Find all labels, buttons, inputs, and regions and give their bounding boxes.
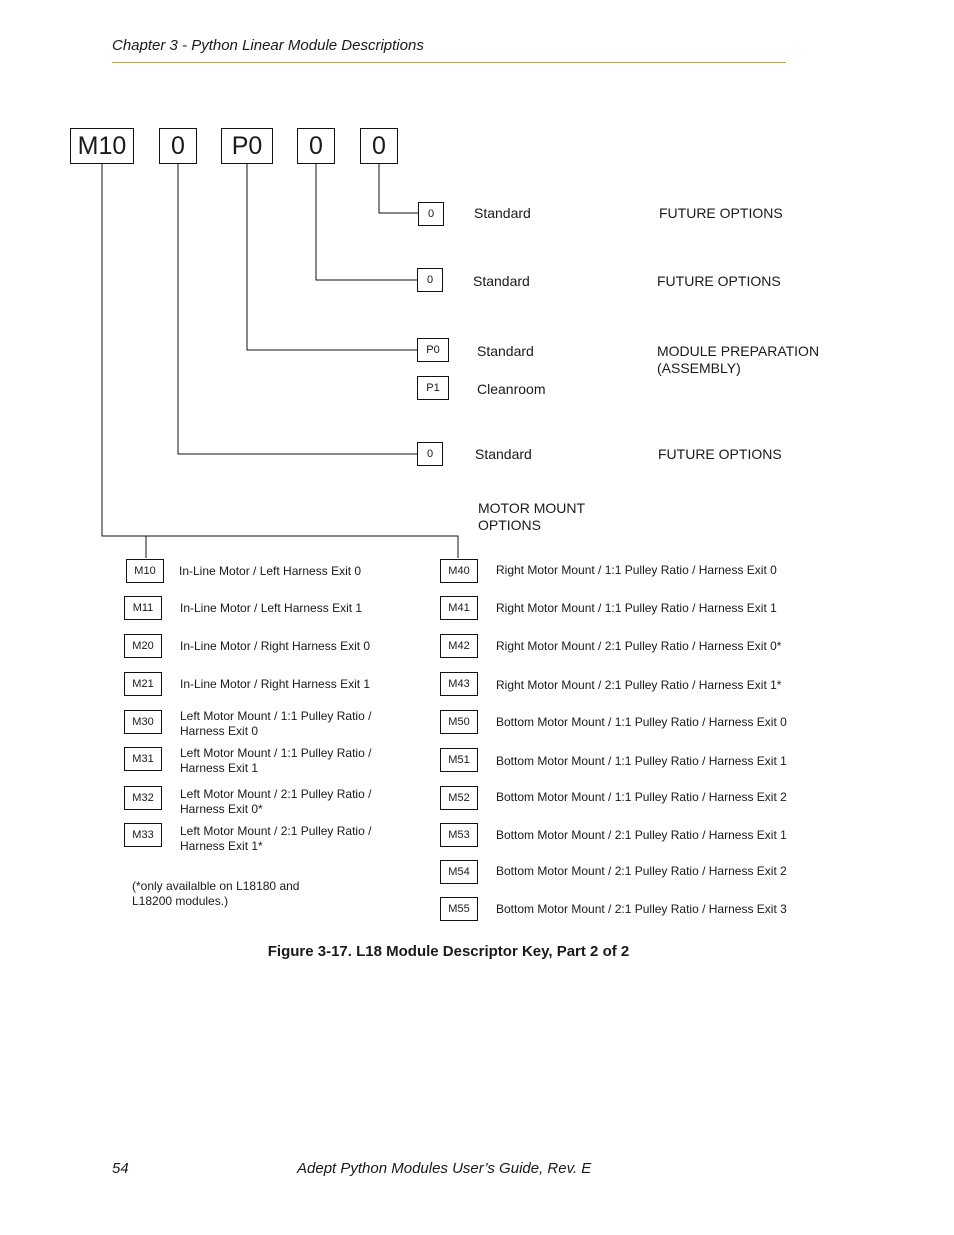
motor-code-box: M10 [126,559,164,583]
motor-option-label: Harness Exit 0* [180,802,263,816]
motor-code-box: M55 [440,897,478,921]
option-label: Cleanroom [477,381,546,397]
motor-option-label: Left Motor Mount / 1:1 Pulley Ratio / [180,746,372,760]
motor-code-box: M53 [440,823,478,847]
motor-footnote: (*only availalble on L18180 and [132,879,300,893]
motor-code-box: M21 [124,672,162,696]
motor-option-label: In-Line Motor / Right Harness Exit 1 [180,677,371,691]
connector-motor [101,164,459,558]
option-label: Standard [474,205,531,221]
page-number: 54 [112,1160,129,1177]
option-category: MODULE PREPARATION [657,343,820,359]
motor-code-box: M30 [124,710,162,734]
motor-code-box: M50 [440,710,478,734]
motor-option-label: Harness Exit 1 [180,761,259,775]
code-box-motor: M10 [70,128,134,164]
motor-option-label: Bottom Motor Mount / 1:1 Pulley Ratio / … [496,754,787,768]
motor-mount-title: MOTOR MOUNT [478,500,586,516]
motor-option-label: Bottom Motor Mount / 2:1 Pulley Ratio / … [496,902,787,916]
motor-code-box: M31 [124,747,162,771]
motor-mount-title: OPTIONS [478,517,542,533]
motor-code-box: M40 [440,559,478,583]
motor-option-label: Right Motor Mount / 1:1 Pulley Ratio / H… [496,563,777,577]
motor-option-label: Right Motor Mount / 2:1 Pulley Ratio / H… [496,678,782,692]
motor-code-box: M42 [440,634,478,658]
motor-option-label: Right Motor Mount / 1:1 Pulley Ratio / H… [496,601,777,615]
option-code-box: P0 [417,338,449,362]
motor-option-label: Bottom Motor Mount / 1:1 Pulley Ratio / … [496,790,787,804]
motor-code-box: M20 [124,634,162,658]
motor-option-label: In-Line Motor / Left Harness Exit 1 [180,601,363,615]
motor-option-label: In-Line Motor / Left Harness Exit 0 [179,564,362,578]
option-category: FUTURE OPTIONS [659,205,783,221]
motor-option-label: Left Motor Mount / 1:1 Pulley Ratio / [180,709,372,723]
motor-option-label: Harness Exit 0 [180,724,259,738]
motor-code-box: M51 [440,748,478,772]
option-category: FUTURE OPTIONS [658,446,782,462]
connector-prep [246,164,417,351]
code-box-digit5: 0 [360,128,398,164]
option-code-box: P1 [417,376,449,400]
option-label: Standard [477,343,534,359]
option-code-box: 0 [418,202,444,226]
motor-code-box: M11 [124,596,162,620]
option-label: Standard [475,446,532,462]
motor-option-label: Bottom Motor Mount / 2:1 Pulley Ratio / … [496,864,787,878]
code-box-digit2: 0 [159,128,197,164]
connector-digit2 [177,164,417,455]
motor-option-label: Left Motor Mount / 2:1 Pulley Ratio / [180,824,372,838]
chapter-header: Chapter 3 - Python Linear Module Descrip… [112,37,424,54]
option-code-box: 0 [417,442,443,466]
motor-code-box: M33 [124,823,162,847]
motor-option-label: Right Motor Mount / 2:1 Pulley Ratio / H… [496,639,782,653]
motor-footnote: L18200 modules.) [132,894,229,908]
option-label: Standard [473,273,530,289]
motor-option-label: Bottom Motor Mount / 1:1 Pulley Ratio / … [496,715,787,729]
motor-code-box: M43 [440,672,478,696]
code-box-prep: P0 [221,128,273,164]
option-category: FUTURE OPTIONS [657,273,781,289]
motor-option-label: Left Motor Mount / 2:1 Pulley Ratio / [180,787,372,801]
motor-option-label: Harness Exit 1* [180,839,263,853]
header-rule [112,62,786,63]
motor-option-label: In-Line Motor / Right Harness Exit 0 [180,639,371,653]
figure-caption: Figure 3-17. L18 Module Descriptor Key, … [267,943,630,960]
code-box-digit4: 0 [297,128,335,164]
motor-code-box: M54 [440,860,478,884]
connector-digit4 [315,164,417,281]
option-category: (ASSEMBLY) [657,360,741,376]
footer-title: Adept Python Modules User’s Guide, Rev. … [297,1160,592,1177]
motor-code-box: M32 [124,786,162,810]
option-code-box: 0 [417,268,443,292]
motor-code-box: M41 [440,596,478,620]
motor-option-label: Bottom Motor Mount / 2:1 Pulley Ratio / … [496,828,787,842]
motor-code-box: M52 [440,786,478,810]
connector-digit5 [378,164,418,214]
